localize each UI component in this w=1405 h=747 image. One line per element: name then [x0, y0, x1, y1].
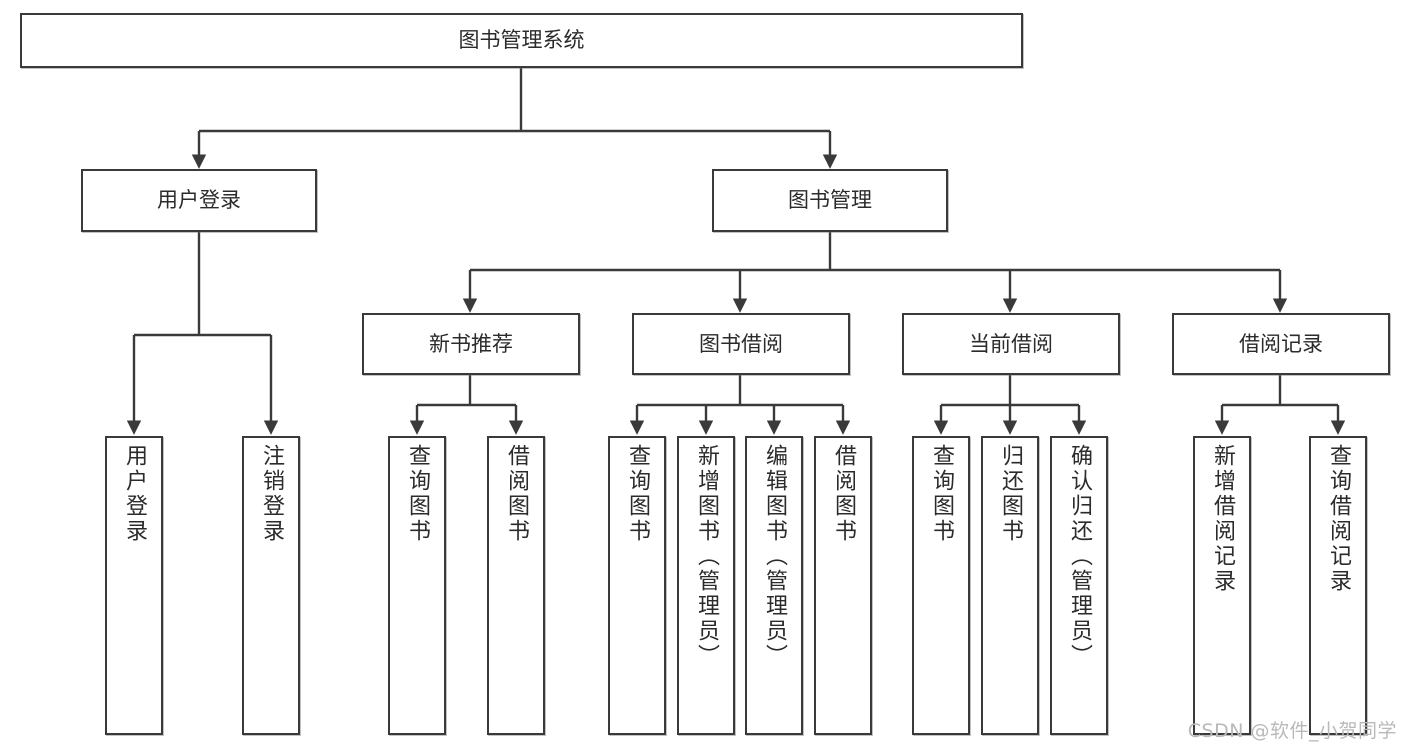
- node-leaf-current-return[interactable]: 归还图书: [981, 436, 1039, 735]
- node-leaf-label: 查询图书: [929, 444, 954, 544]
- node-leaf-user-login-login[interactable]: 用户登录: [105, 436, 163, 735]
- node-book-borrow-label: 图书借阅: [699, 331, 783, 356]
- node-leaf-record-add[interactable]: 新增借阅记录: [1193, 436, 1251, 735]
- node-user-login-label: 用户登录: [157, 188, 241, 213]
- node-leaf-label: 借阅图书: [504, 444, 529, 544]
- node-current-borrow[interactable]: 当前借阅: [902, 313, 1120, 375]
- node-borrow-record[interactable]: 借阅记录: [1172, 313, 1390, 375]
- node-leaf-label: 查询借阅记录: [1326, 444, 1351, 594]
- csdn-watermark: CSDN @软件_小贺同学: [1187, 720, 1397, 742]
- node-leaf-label: 新增图书（管理员）: [694, 444, 719, 669]
- node-user-login[interactable]: 用户登录: [81, 169, 317, 232]
- node-book-management[interactable]: 图书管理: [712, 169, 948, 232]
- node-leaf-label: 注销登录: [259, 444, 284, 544]
- node-leaf-label: 查询图书: [625, 444, 650, 544]
- node-leaf-label: 编辑图书（管理员）: [762, 444, 787, 669]
- node-borrow-record-label: 借阅记录: [1239, 331, 1323, 356]
- node-leaf-label: 借阅图书: [831, 444, 856, 544]
- node-leaf-borrow-add[interactable]: 新增图书（管理员）: [677, 436, 735, 735]
- node-leaf-borrow-query[interactable]: 查询图书: [608, 436, 666, 735]
- node-new-book-recommend-label: 新书推荐: [429, 331, 513, 356]
- node-root[interactable]: 图书管理系统: [20, 13, 1023, 68]
- node-leaf-record-query[interactable]: 查询借阅记录: [1309, 436, 1367, 735]
- node-leaf-newbook-borrow[interactable]: 借阅图书: [487, 436, 545, 735]
- node-leaf-current-confirm-return[interactable]: 确认归还（管理员）: [1050, 436, 1108, 735]
- node-leaf-label: 用户登录: [122, 444, 147, 544]
- node-current-borrow-label: 当前借阅: [969, 331, 1053, 356]
- node-leaf-current-query[interactable]: 查询图书: [912, 436, 970, 735]
- node-new-book-recommend[interactable]: 新书推荐: [362, 313, 580, 375]
- node-book-management-label: 图书管理: [788, 188, 872, 213]
- node-leaf-newbook-query[interactable]: 查询图书: [388, 436, 446, 735]
- node-root-label: 图书管理系统: [458, 28, 585, 53]
- node-leaf-borrow-edit[interactable]: 编辑图书（管理员）: [745, 436, 803, 735]
- node-leaf-label: 归还图书: [998, 444, 1023, 544]
- node-leaf-label: 查询图书: [405, 444, 430, 544]
- node-leaf-borrow-borrow[interactable]: 借阅图书: [814, 436, 872, 735]
- node-leaf-label: 确认归还（管理员）: [1067, 444, 1092, 669]
- node-book-borrow[interactable]: 图书借阅: [632, 313, 850, 375]
- node-leaf-user-login-logout[interactable]: 注销登录: [242, 436, 300, 735]
- node-leaf-label: 新增借阅记录: [1210, 444, 1235, 594]
